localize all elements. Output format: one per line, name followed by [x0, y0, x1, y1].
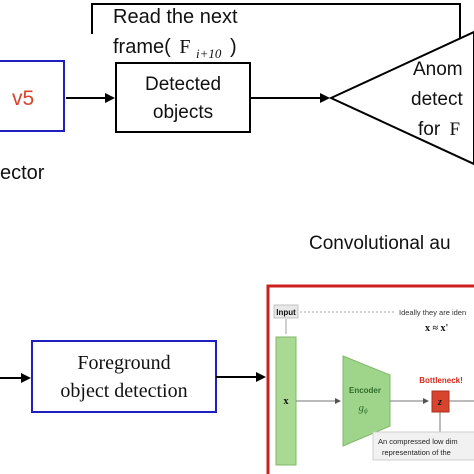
bottleneck-label: Bottleneck! [419, 376, 463, 385]
reconstruction-approx-text: x ≈ x' [425, 323, 448, 334]
anomaly-label-line3: for F [418, 119, 460, 140]
anomaly-detection-diamond [328, 30, 474, 166]
detector-caption: ector [0, 162, 45, 184]
input-header-box [273, 304, 299, 319]
anomaly-label-line2: detect [411, 89, 463, 110]
latent-note-line2: representation of the [382, 448, 451, 457]
detected-objects-box [115, 62, 251, 133]
feedback-loop-line [91, 3, 461, 42]
encoder-trapezoid [342, 355, 391, 447]
encoder-symbol: gϕ [358, 402, 368, 415]
read-next-frame-label-line1: Read the next [113, 6, 238, 28]
convolutional-autoencoder-title: Convolutional au [309, 233, 451, 254]
input-x-label: x [284, 396, 289, 407]
foreground-label-line2: object detection [60, 380, 187, 402]
yolo-version-label: v5 [12, 87, 34, 110]
detected-objects-label-line2: objects [153, 102, 213, 123]
encoder-label: Encoder [349, 386, 381, 395]
latent-note-line1: An compressed low dim [378, 437, 458, 446]
anomaly-label-line1: Anom [413, 59, 463, 80]
ideal-identical-text: Ideally they are iden [399, 308, 466, 317]
read-next-frame-label-line2: frame( F i+10 ) [113, 36, 237, 63]
latent-z-label: z [437, 397, 442, 408]
yolo-detector-box [0, 60, 65, 132]
detected-objects-label-line1: Detected [145, 74, 221, 95]
foreground-label-line1: Foreground [77, 352, 170, 374]
latent-note-box [372, 431, 474, 461]
input-header-label: Input [276, 308, 296, 317]
